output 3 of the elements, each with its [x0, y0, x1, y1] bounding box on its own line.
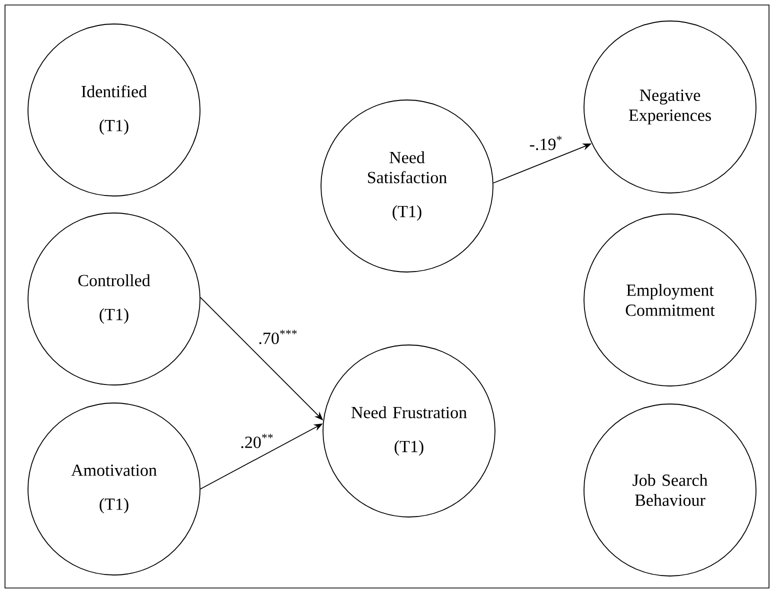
edge-label: .20$^{**}$	[241, 434, 273, 448]
edge-label: .70$^{***}$	[259, 330, 297, 344]
edge-label: -.19$^{*}$	[530, 136, 562, 150]
